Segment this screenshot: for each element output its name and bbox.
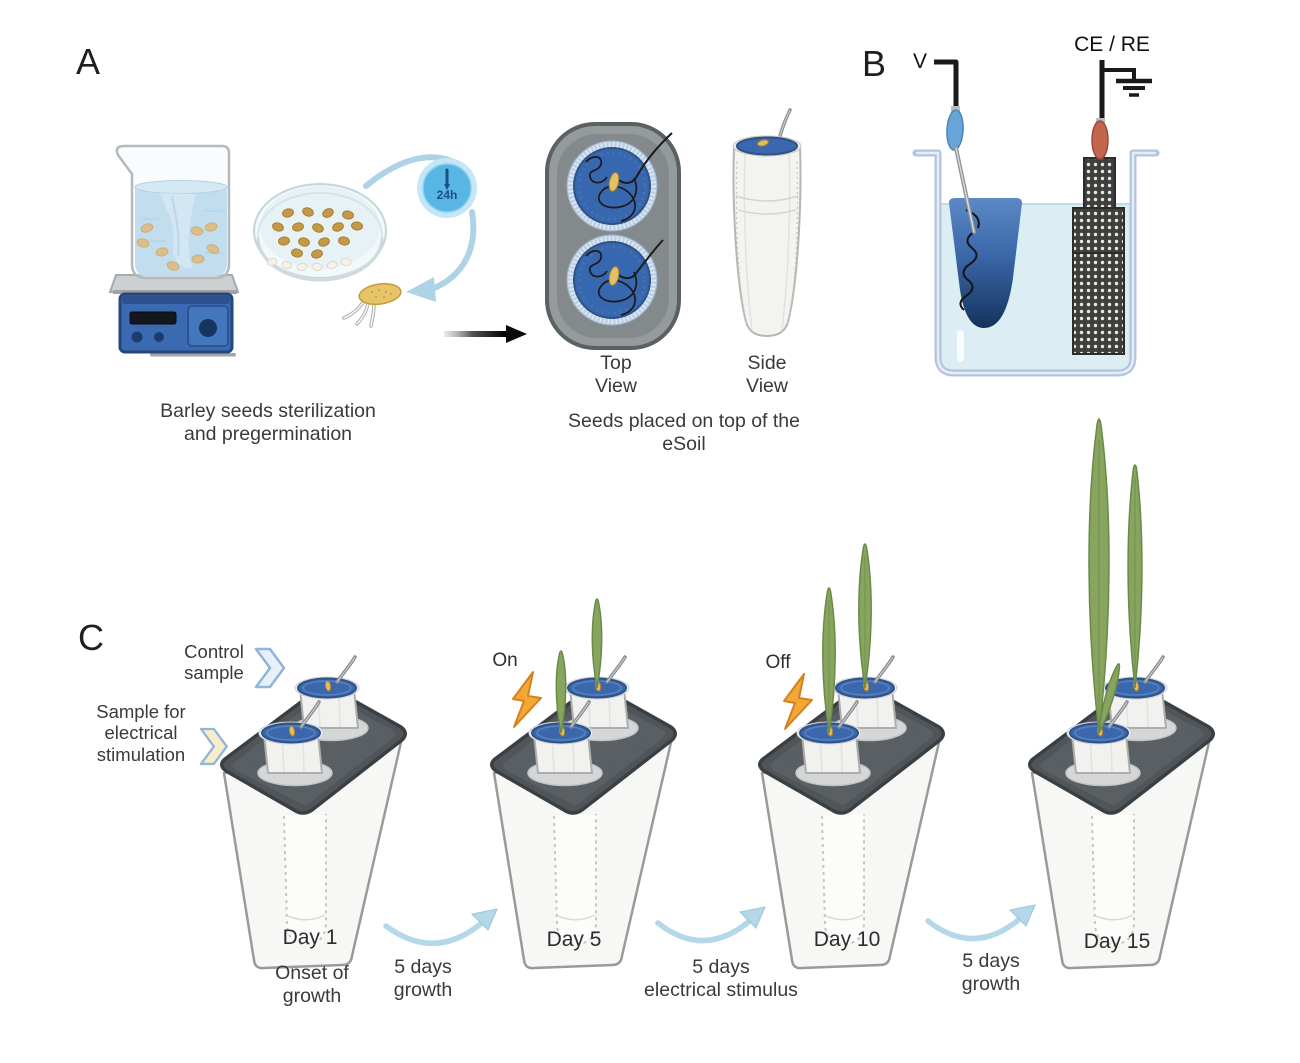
- day-15-label: Day 15: [1083, 930, 1151, 953]
- orange-clip-icon: [1091, 120, 1109, 160]
- plants-day-10: [822, 543, 872, 734]
- placement-caption: Seeds placed on top of the eSoil: [567, 410, 801, 455]
- onset-note: Onset of growth: [275, 962, 349, 1007]
- clock-24h-icon: [417, 158, 477, 218]
- magnetic-stirrer-icon: [108, 274, 240, 357]
- panel-b-label: B: [862, 43, 887, 84]
- transition-arrow-2: [655, 906, 766, 944]
- control-sample-label: Control sample: [184, 641, 244, 684]
- transition-1-label: 5 days growth: [393, 956, 453, 1001]
- transition-3-label: 5 days growth: [961, 950, 1021, 995]
- on-label: On: [492, 650, 518, 671]
- clock-24h-label: 24h: [436, 188, 458, 202]
- esoil-top-view: [545, 122, 681, 350]
- transition-arrow-3: [925, 904, 1036, 942]
- day-5-label: Day 5: [546, 928, 602, 951]
- embossed-seeds: [266, 257, 352, 272]
- panel-b: [912, 59, 1160, 377]
- panel-c: [199, 418, 1214, 968]
- planter-day-15: [1030, 657, 1214, 968]
- panel-a-label: A: [76, 41, 101, 82]
- petri-dish-icon: [253, 183, 387, 282]
- planter-day-5: [492, 657, 676, 968]
- esoil-side-view: [732, 108, 802, 338]
- sterilization-caption: Barley seeds sterilization and pregermin…: [160, 400, 376, 445]
- lightning-on-icon: [512, 671, 542, 728]
- transition-2-label: 5 days electrical stimulus: [644, 956, 798, 1001]
- day-1-label: Day 1: [282, 926, 338, 949]
- voltage-wire: [934, 59, 976, 234]
- voltage-label: V: [912, 50, 928, 73]
- ground-icon: [1102, 68, 1152, 97]
- blue-clip-icon: [946, 109, 964, 151]
- mesh-electrode: [1072, 150, 1125, 355]
- plants-day-5: [555, 598, 603, 734]
- ce-re-label: CE / RE: [1074, 33, 1150, 56]
- off-label: Off: [765, 652, 791, 673]
- counter-electrode-wire: [1091, 60, 1152, 160]
- esoil-well-top: [566, 132, 673, 232]
- process-arrow-icon: [444, 325, 527, 343]
- top-view-label: Top View: [595, 352, 637, 397]
- panel-a: [108, 108, 802, 357]
- seeds-in-beaker: [136, 222, 220, 271]
- germinated-seed-icon: [342, 282, 402, 328]
- esoil-well-bottom: [566, 234, 664, 326]
- seeds-in-dish: [272, 207, 363, 259]
- plants-day-15: [1088, 418, 1143, 734]
- beaker-icon: [115, 144, 231, 280]
- control-chevron-icon: [254, 647, 286, 689]
- lightning-off-icon: [783, 673, 813, 730]
- planter-day-1: [222, 657, 406, 968]
- day-10-label: Day 10: [813, 928, 881, 951]
- planter-day-10: [760, 657, 944, 968]
- panel-c-label: C: [78, 617, 104, 658]
- stimulation-sample-label: Sample for electrical stimulation: [96, 701, 186, 765]
- side-view-label: Side View: [746, 352, 788, 397]
- esoil-cone: [949, 198, 1022, 328]
- transition-arrow-1: [383, 908, 498, 947]
